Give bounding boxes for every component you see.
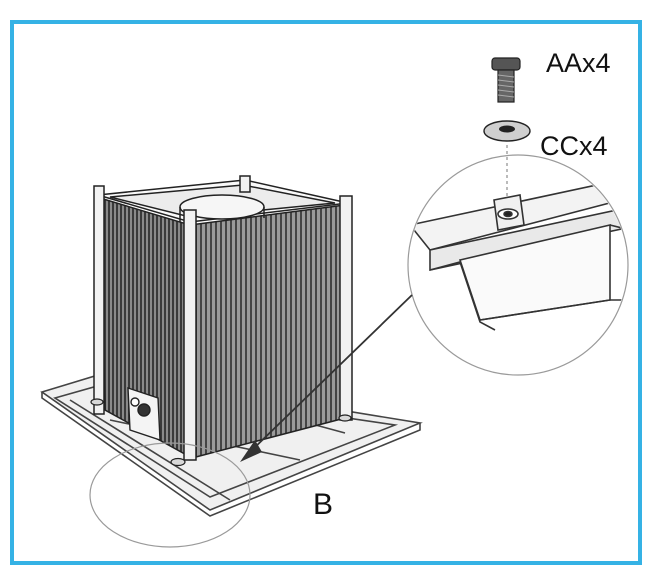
leader-arrow	[240, 294, 413, 462]
washer-quantity-label: CCx4	[540, 131, 608, 161]
unit-top-frame	[93, 175, 353, 461]
callout-label-b: B	[313, 488, 334, 521]
unit-feet	[90, 398, 352, 467]
unit-right-panel	[189, 204, 346, 459]
service-panel	[127, 387, 161, 441]
hex-bolt-icon	[491, 57, 521, 103]
bolt-quantity-label: AAx4	[546, 48, 611, 78]
flat-washer-icon	[483, 120, 531, 142]
callout-circle-b	[89, 442, 251, 548]
zoom-detail	[407, 154, 629, 376]
